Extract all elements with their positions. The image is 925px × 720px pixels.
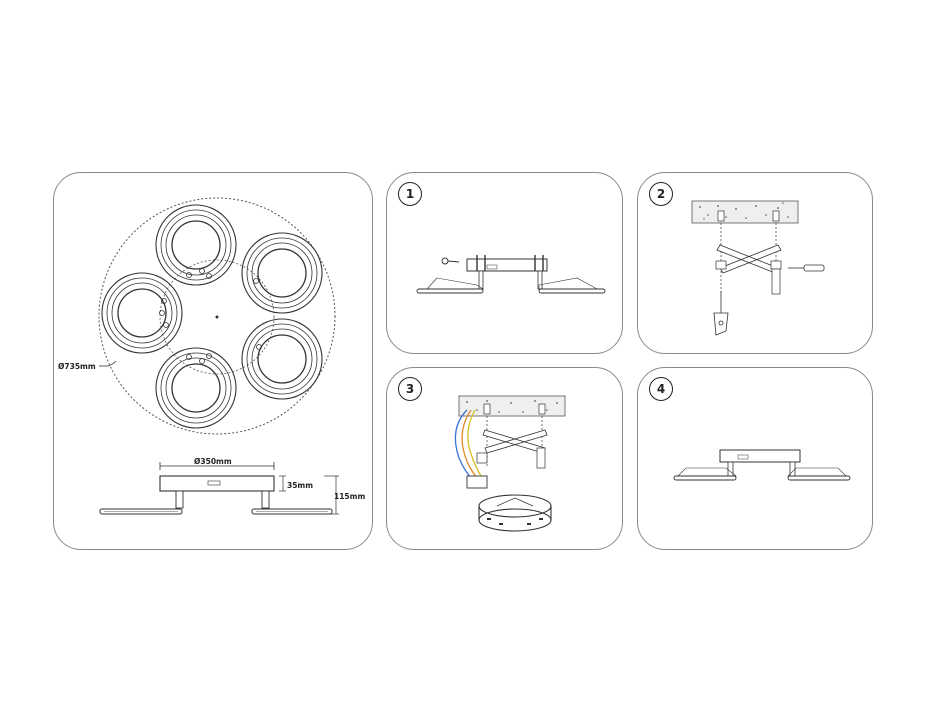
ring-bottom (155, 347, 237, 429)
diameter-base-label: Ø350mm (194, 457, 232, 466)
dimensions-panel: Ø735mm Ø350mm 35mm 115mm (53, 172, 373, 550)
right-lamp (787, 475, 851, 481)
fixture-drawing: Ø735mm Ø350mm 35mm 115mm (58, 197, 365, 515)
step-1-panel: 1 (386, 172, 623, 354)
outer-dashed-circle (98, 197, 336, 435)
step-4-badge: 4 (649, 377, 673, 401)
wire-orange (461, 409, 478, 479)
mounting-dots (159, 268, 262, 364)
base-housing (719, 449, 801, 463)
step-3-drawing (454, 395, 566, 532)
step-2-drawing (691, 200, 825, 336)
height-total-label: 115mm (334, 492, 365, 501)
diameter-total-label: Ø735mm (58, 362, 96, 371)
ring-left (101, 272, 183, 354)
step-3-badge: 3 (398, 377, 422, 401)
step-4-drawing (673, 449, 851, 481)
step-4-panel: 4 (637, 367, 873, 550)
center-point (215, 315, 219, 319)
step-3-panel: 3 (386, 367, 623, 550)
base-housing (159, 475, 275, 492)
right-arm (261, 490, 270, 509)
base-dashed-circle (159, 259, 275, 375)
screwdriver-icon (788, 264, 825, 272)
height-base-label: 35mm (287, 481, 313, 490)
ring-right-bottom (241, 318, 323, 400)
left-lamp (673, 475, 737, 481)
wrench-icon (441, 257, 460, 265)
ring-top (155, 204, 237, 286)
ceiling-slab (691, 200, 799, 224)
wire-yellow (467, 409, 482, 477)
step-1-badge: 1 (398, 182, 422, 206)
terminal-block (466, 475, 488, 489)
ring-right-top (241, 232, 323, 314)
ceiling-slab (458, 395, 566, 417)
wire-blue (454, 409, 474, 481)
step-2-badge: 2 (649, 182, 673, 206)
step-2-panel: 2 (637, 172, 873, 354)
drill-icon (713, 291, 729, 336)
left-arm (175, 490, 184, 509)
step-1-drawing (416, 255, 606, 294)
